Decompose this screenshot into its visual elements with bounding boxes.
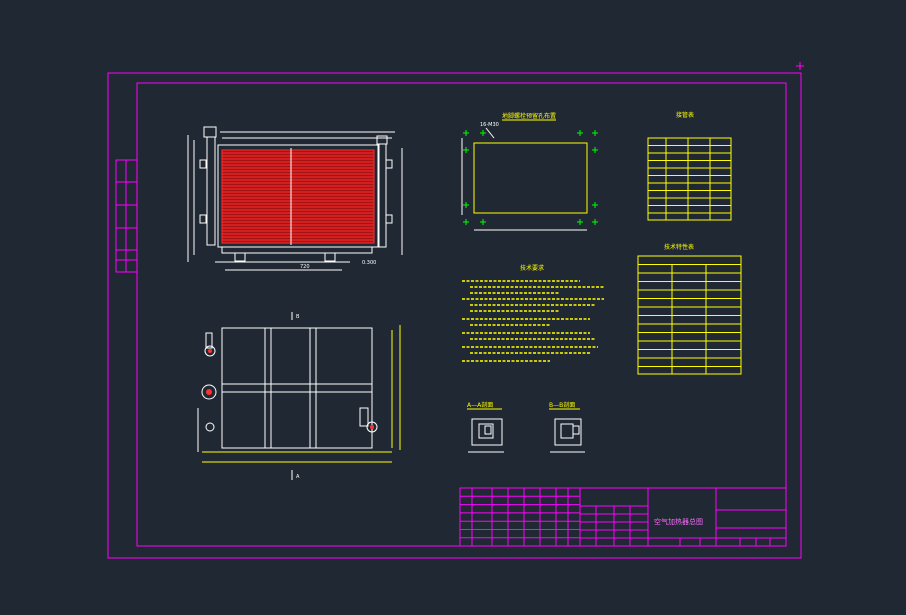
foundation-bolt-view: 地脚螺栓预留孔布置 16-M30 [461, 112, 598, 231]
outer-frame [107, 72, 802, 559]
section-a-title: A—A剖面 [467, 401, 493, 409]
nozzle-table: 接管表 [647, 111, 732, 221]
svg-text:B: B [296, 314, 300, 320]
drawing-title: 空气加热器总图 [654, 517, 703, 526]
notes-title: 技术要求 [520, 264, 544, 272]
front-view: 720 0.300 [187, 126, 403, 271]
side-view: B A [197, 312, 401, 480]
left-stub-table [115, 159, 138, 273]
tech-spec-title: 技术特性表 [664, 243, 694, 251]
foundation-view-title: 地脚螺栓预留孔布置 [502, 112, 556, 120]
title-block: 空气加热器总图 [459, 487, 787, 547]
nozzle-table-title: 接管表 [676, 111, 694, 119]
section-b-b: B—B剖面 [549, 401, 585, 453]
svg-text:0.300: 0.300 [362, 260, 376, 266]
technical-notes: 技术要求 [462, 264, 604, 362]
tech-spec-table: 技术特性表 [637, 243, 742, 375]
finned-tube-bundle [221, 149, 375, 244]
section-a-a: A—A剖面 [467, 401, 504, 453]
svg-text:A: A [296, 474, 300, 480]
svg-text:720: 720 [300, 264, 310, 270]
svg-text:16-M30: 16-M30 [480, 122, 499, 128]
section-b-title: B—B剖面 [549, 401, 575, 409]
